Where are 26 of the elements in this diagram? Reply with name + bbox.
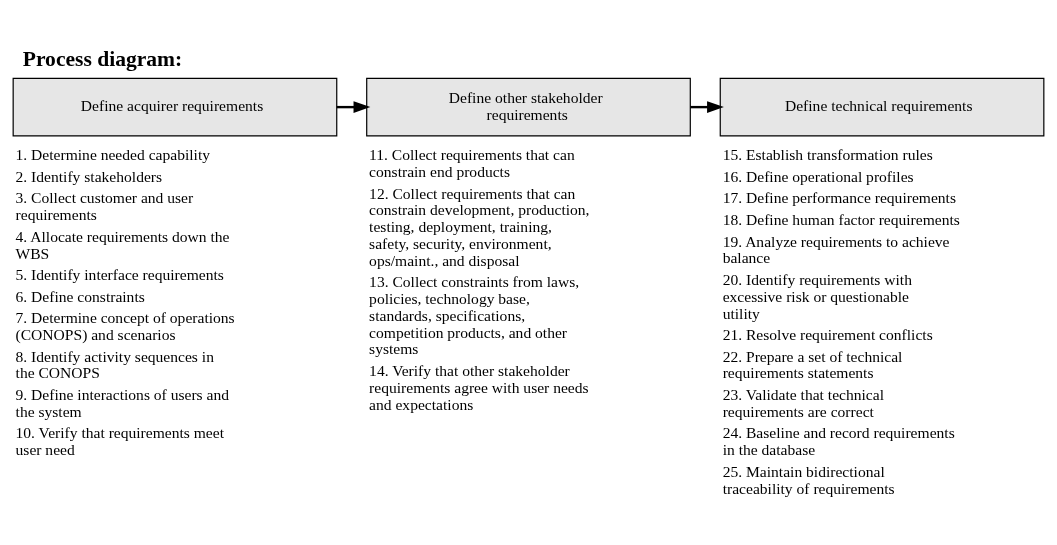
node-label: 1. Determine needed capability [15,146,211,164]
node-label: 22. Prepare a set of technical requirements statements [722,347,903,382]
node-label: 9. Define interactions of users and the system [15,386,230,420]
node-label: 25. Maintain bidirectional traceability of requirements [722,462,895,497]
node-label: 2. Identify stakeholders [15,167,163,185]
diagram-title: Process diagram: [22,46,183,71]
node-label: 13. Collect constraints from laws, policies, technology base, standards, specifications, competition products, and other systems [369,273,580,358]
node-label: 10. Verify that requirements meet user need [15,424,225,459]
node-label: 19. Analyze requirements to achieve balance [722,232,950,267]
node-label: 6. Define constraints [15,287,145,305]
node-label: 21. Resolve requirement conflicts [722,326,933,344]
node-label: 18. Define human factor requirements [722,211,960,229]
node-label: 14. Verify that other stakeholder requirements agree with user needs and expectations [369,362,589,413]
node-label: 8. Identify activity sequences in the CONOPS [15,347,214,382]
node-label: 23. Validate that technical requirements are correct [722,386,884,420]
node-label: 7. Determine concept of operations (CONOPS) and scenarios [15,309,235,344]
node-label: 3. Collect customer and user requirements [15,189,194,224]
node-label: 4. Allocate requirements down the WBS [15,227,230,262]
node-label: 11. Collect requirements that can constrain end products [369,146,575,181]
node-label: 12. Collect requirements that can constrain development, production, testing, deployment, training, safety, security, environment, ops/maint., and disposal [369,184,590,269]
node-label: 20. Identify requirements with excessive risk or questionable utility [722,270,912,322]
node-label: 17. Define performance requirements [722,189,956,207]
node-label: 16. Define operational profiles [722,167,914,185]
node-label: 15. Establish transformation rules [722,146,933,164]
node-label: 5. Identify interface requirements [15,266,224,284]
node-label: 24. Baseline and record requirements in the database [722,424,955,459]
